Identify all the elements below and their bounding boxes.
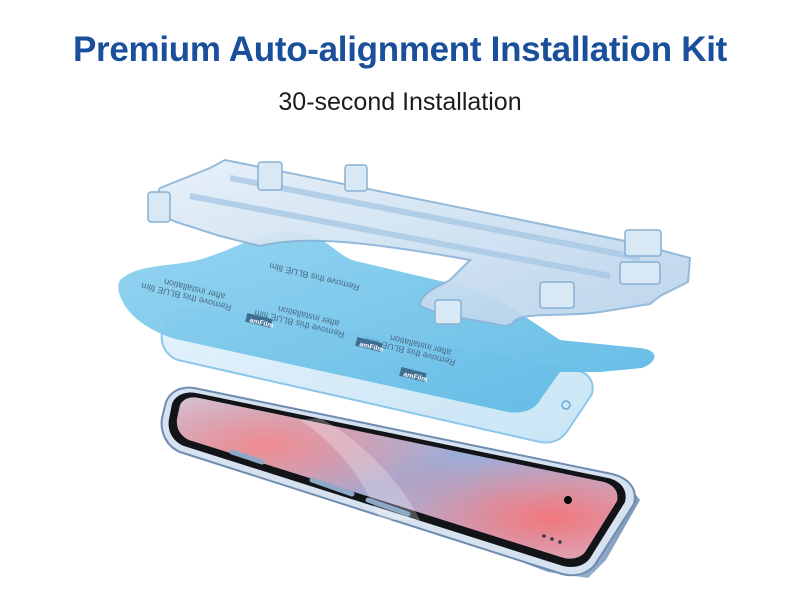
- subheadline: 30-second Installation: [278, 88, 522, 116]
- volume-up-button: [309, 477, 355, 497]
- frame-clip: [624, 229, 662, 257]
- brand-tag: [245, 312, 273, 328]
- blue-protective-film: Remove this BLUE film after installation…: [118, 231, 655, 413]
- volume-down-button: [365, 497, 411, 517]
- brand-tag: [399, 366, 427, 382]
- brand-tag: [355, 336, 383, 352]
- frame-clip: [344, 164, 368, 192]
- frame-clip: [539, 281, 575, 309]
- front-camera-icon: [564, 496, 572, 504]
- alignment-frame: [147, 158, 692, 328]
- phone-screen: [176, 397, 618, 559]
- smartphone: [160, 386, 640, 578]
- frame-clip: [257, 161, 283, 191]
- frame-clip: [434, 299, 462, 325]
- frame-clip: [147, 191, 171, 223]
- frame-clip: [619, 261, 661, 285]
- action-button: [229, 449, 265, 465]
- headline: Premium Auto-alignment Installation Kit: [73, 30, 727, 69]
